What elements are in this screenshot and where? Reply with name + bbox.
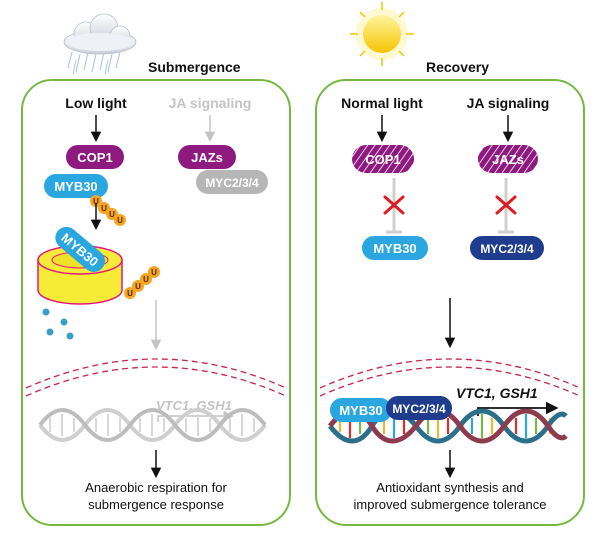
degraded-peptides <box>42 308 74 340</box>
jazs-pill <box>178 145 236 169</box>
red-cross-icon <box>383 195 405 215</box>
right-nuclear-envelope <box>319 358 581 397</box>
right-panel: Recovery Normal light JA signaling COP1 … <box>315 2 585 526</box>
low-light-label: Low light <box>65 95 127 111</box>
left-caption-line1: Anaerobic respiration for <box>85 480 227 495</box>
right-cell-outline <box>315 79 585 526</box>
cop1-pill <box>66 145 124 169</box>
jazs-label: JAZs <box>191 150 223 165</box>
blocked-inhibition-cop1 <box>383 178 405 234</box>
sun-icon <box>350 2 414 66</box>
myb30-label-free: MYB30 <box>373 241 416 256</box>
dna-helix-grey <box>38 408 267 442</box>
svg-text:U: U <box>117 216 123 225</box>
normal-light-label: Normal light <box>341 95 423 111</box>
left-caption-line2: submergence response <box>88 497 224 512</box>
cop1-pill-hatched <box>352 145 414 173</box>
right-caption-line1: Antioxidant synthesis and <box>376 480 523 495</box>
myb30-pill-bound <box>330 398 392 422</box>
red-cross-icon <box>495 195 517 215</box>
myc-pill-free <box>470 236 544 260</box>
myc-pill-bound <box>386 396 452 420</box>
myc-label-bound: MYC2/3/4 <box>392 402 446 416</box>
cop1-label: COP1 <box>77 150 112 165</box>
ubiquitin-chain-2: U U U U <box>124 266 160 299</box>
svg-text:U: U <box>101 204 107 213</box>
myb30-label-bound: MYB30 <box>339 403 382 418</box>
svg-text:U: U <box>151 268 157 277</box>
myb30-pill <box>44 174 108 198</box>
cop1-label-hatched: COP1 <box>365 152 400 167</box>
genes-label: VTC1, GSH1 <box>456 385 538 401</box>
myb30-pill-free <box>362 236 428 260</box>
left-cell-outline <box>21 79 291 526</box>
jazs-pill-hatched <box>478 145 538 173</box>
svg-text:U: U <box>135 282 141 291</box>
myc-label-grey: MYC2/3/4 <box>205 176 259 190</box>
genes-label-grey: VTC1, GSH1 <box>156 398 232 413</box>
right-panel-title: Recovery <box>426 59 489 75</box>
ja-signaling-label-grey: JA signaling <box>169 95 252 111</box>
svg-text:U: U <box>143 275 149 284</box>
left-panel-title: Submergence <box>148 59 241 75</box>
rain-cloud-icon <box>63 13 137 75</box>
ubiquitin-chain-1: U U U U <box>90 195 126 226</box>
svg-text:U: U <box>109 210 115 219</box>
svg-text:U: U <box>127 289 133 298</box>
right-caption-line2: improved submergence tolerance <box>354 497 547 512</box>
left-nuclear-envelope <box>25 358 287 397</box>
svg-text:U: U <box>93 197 99 206</box>
myc-pill-grey <box>196 170 268 194</box>
jazs-label-hatched: JAZs <box>492 152 524 167</box>
left-panel: Submergence Low light JA signaling COP1 … <box>21 13 291 526</box>
ja-signaling-label: JA signaling <box>467 95 550 111</box>
blocked-inhibition-jazs <box>495 178 517 234</box>
myc-label-free: MYC2/3/4 <box>480 242 534 256</box>
myb30-label: MYB30 <box>54 179 97 194</box>
transcription-arrow-grey <box>157 410 235 422</box>
